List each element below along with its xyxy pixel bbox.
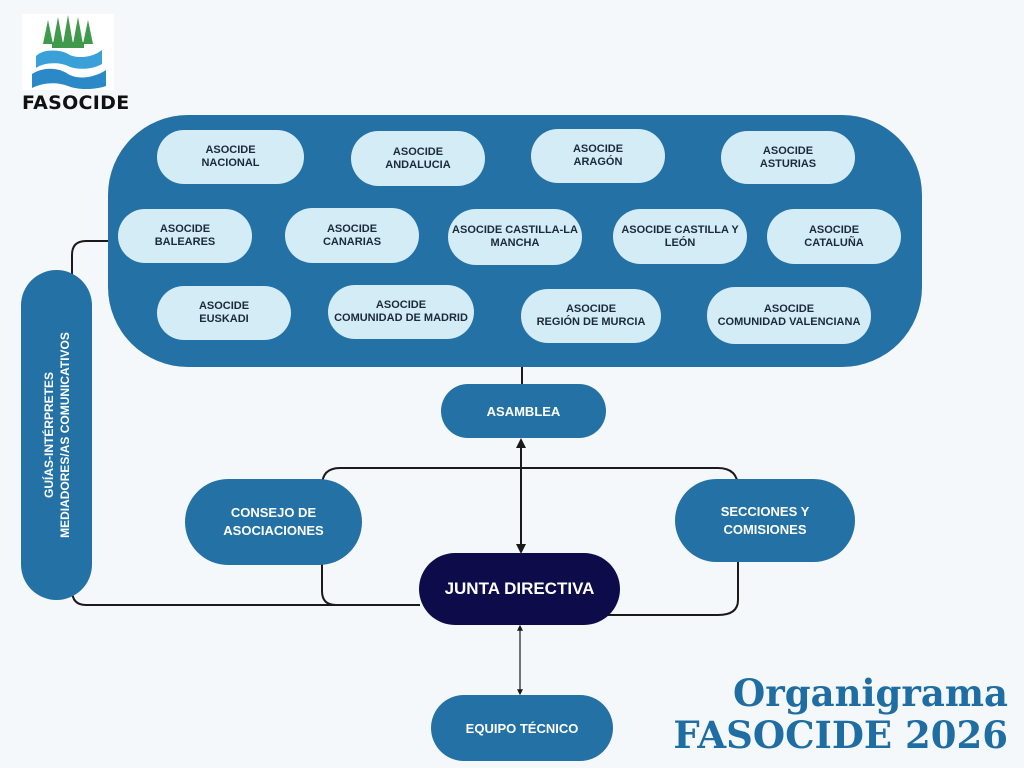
- asamblea-node: ASAMBLEA: [441, 384, 606, 438]
- association-pill: ASOCIDE CATALUÑA: [767, 209, 901, 264]
- association-pill: ASOCIDE COMUNIDAD VALENCIANA: [707, 287, 871, 344]
- association-pill: ASOCIDE CANARIAS: [285, 208, 419, 263]
- association-pill: ASOCIDE ASTURIAS: [721, 131, 855, 184]
- secciones-node: SECCIONES Y COMISIONES: [675, 479, 855, 562]
- guias-interpretes-label: GUÍAS-INTÉRPRETES MEDIADORES/AS COMUNICA…: [41, 332, 72, 538]
- association-pill: ASOCIDE BALEARES: [118, 209, 252, 263]
- guias-interpretes-node: GUÍAS-INTÉRPRETES MEDIADORES/AS COMUNICA…: [21, 270, 92, 600]
- title-line-1: Organigrama: [733, 671, 1008, 715]
- association-pill: ASOCIDE REGIÓN DE MURCIA: [521, 289, 661, 343]
- association-pill: ASOCIDE EUSKADI: [157, 286, 291, 340]
- fasocide-logo: FASOCIDE: [22, 14, 130, 114]
- consejo-node: CONSEJO DE ASOCIACIONES: [185, 479, 362, 565]
- page-title: Organigrama FASOCIDE 2026: [673, 672, 1008, 756]
- logo-wordmark: FASOCIDE: [22, 92, 130, 114]
- equipo-tecnico-node: EQUIPO TÉCNICO: [431, 695, 613, 761]
- association-pill: ASOCIDE ARAGÓN: [531, 129, 665, 183]
- association-pill: ASOCIDE COMUNIDAD DE MADRID: [328, 285, 474, 339]
- association-pill: ASOCIDE CASTILLA-LA MANCHA: [448, 209, 582, 265]
- title-line-2: FASOCIDE 2026: [673, 713, 1008, 757]
- association-pill: ASOCIDE ANDALUCIA: [351, 131, 485, 186]
- council-ring: [321, 467, 739, 616]
- fasocide-logo-icon: [22, 14, 114, 90]
- association-pill: ASOCIDE NACIONAL: [157, 130, 304, 184]
- junta-directiva-node: JUNTA DIRECTIVA: [419, 553, 620, 625]
- association-pill: ASOCIDE CASTILLA Y LEÓN: [613, 209, 747, 264]
